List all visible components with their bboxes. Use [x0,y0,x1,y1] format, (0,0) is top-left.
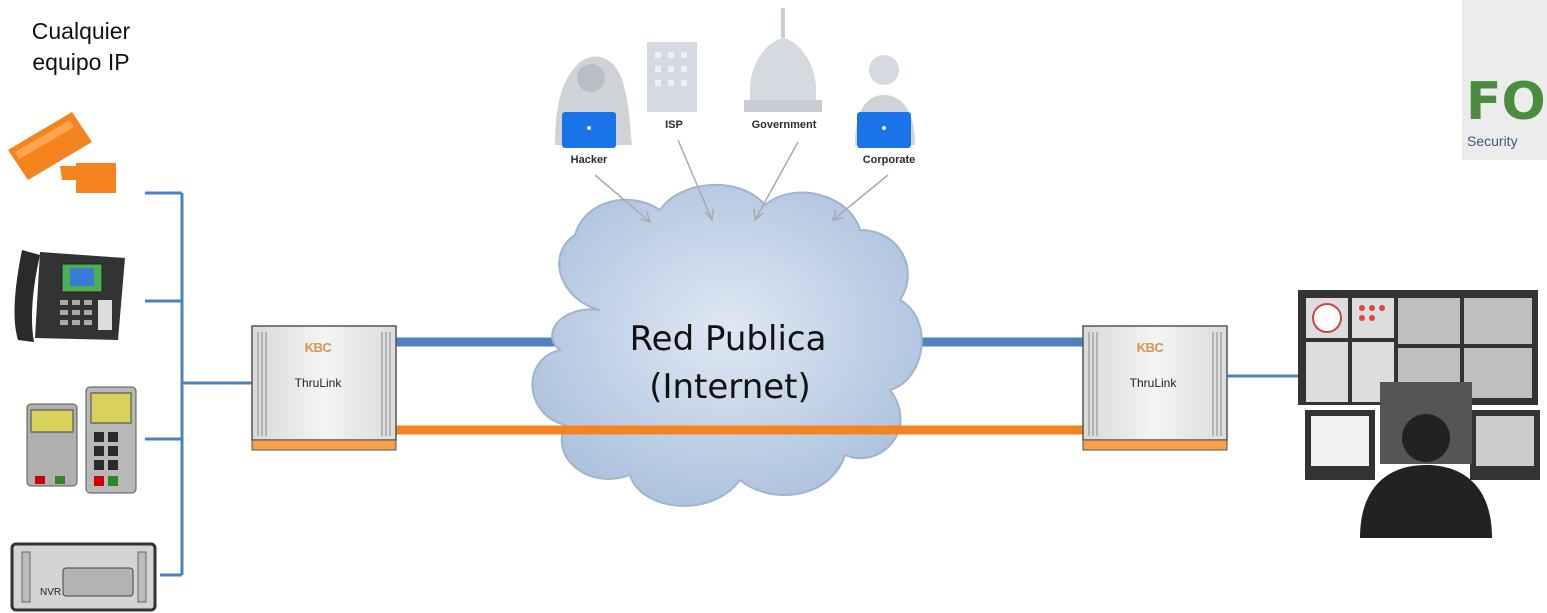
left-device-brand: KBC [305,340,333,355]
hacker-icon: Hacker [555,56,632,166]
hacker-label: Hacker [571,154,608,166]
security-camera-icon [8,112,116,193]
left-title-line1: Cualquier [31,18,131,44]
right-device-brand: KBC [1137,340,1165,355]
capitol-icon: Government [744,8,822,131]
right-thrulink-device: KBC ThruLink [1082,325,1228,451]
isp-label: ISP [665,119,683,131]
nvr-icon: NVR [10,542,157,612]
right-device-label: ThruLink [1130,376,1178,390]
cloud-line1: Red Publica [630,319,827,359]
nvr-label: NVR [40,587,61,598]
building-icon: ISP [647,42,697,131]
corporate-label: Corporate [863,154,916,166]
monitoring-station-icon [1298,290,1540,538]
left-title: Cualquier equipo IP [6,16,156,78]
government-label: Government [752,119,817,131]
ip-phone-icon [14,250,125,342]
corporate-user-icon: Corporate [855,55,915,166]
left-thrulink-device: KBC ThruLink [251,325,397,451]
threat-arrows [594,139,889,224]
left-title-line2: equipo IP [32,49,130,75]
internet-cloud: Red Publica (Internet) [531,184,923,507]
logo-small-text: Security [1467,133,1518,149]
left-device-label: ThruLink [295,376,343,390]
payment-terminal-icon [26,386,137,494]
logo-big-text: FOI [1466,72,1547,132]
cloud-line2: (Internet) [649,367,811,407]
company-logo: FOI Security [1462,0,1547,160]
left-bus-lines [145,191,252,577]
